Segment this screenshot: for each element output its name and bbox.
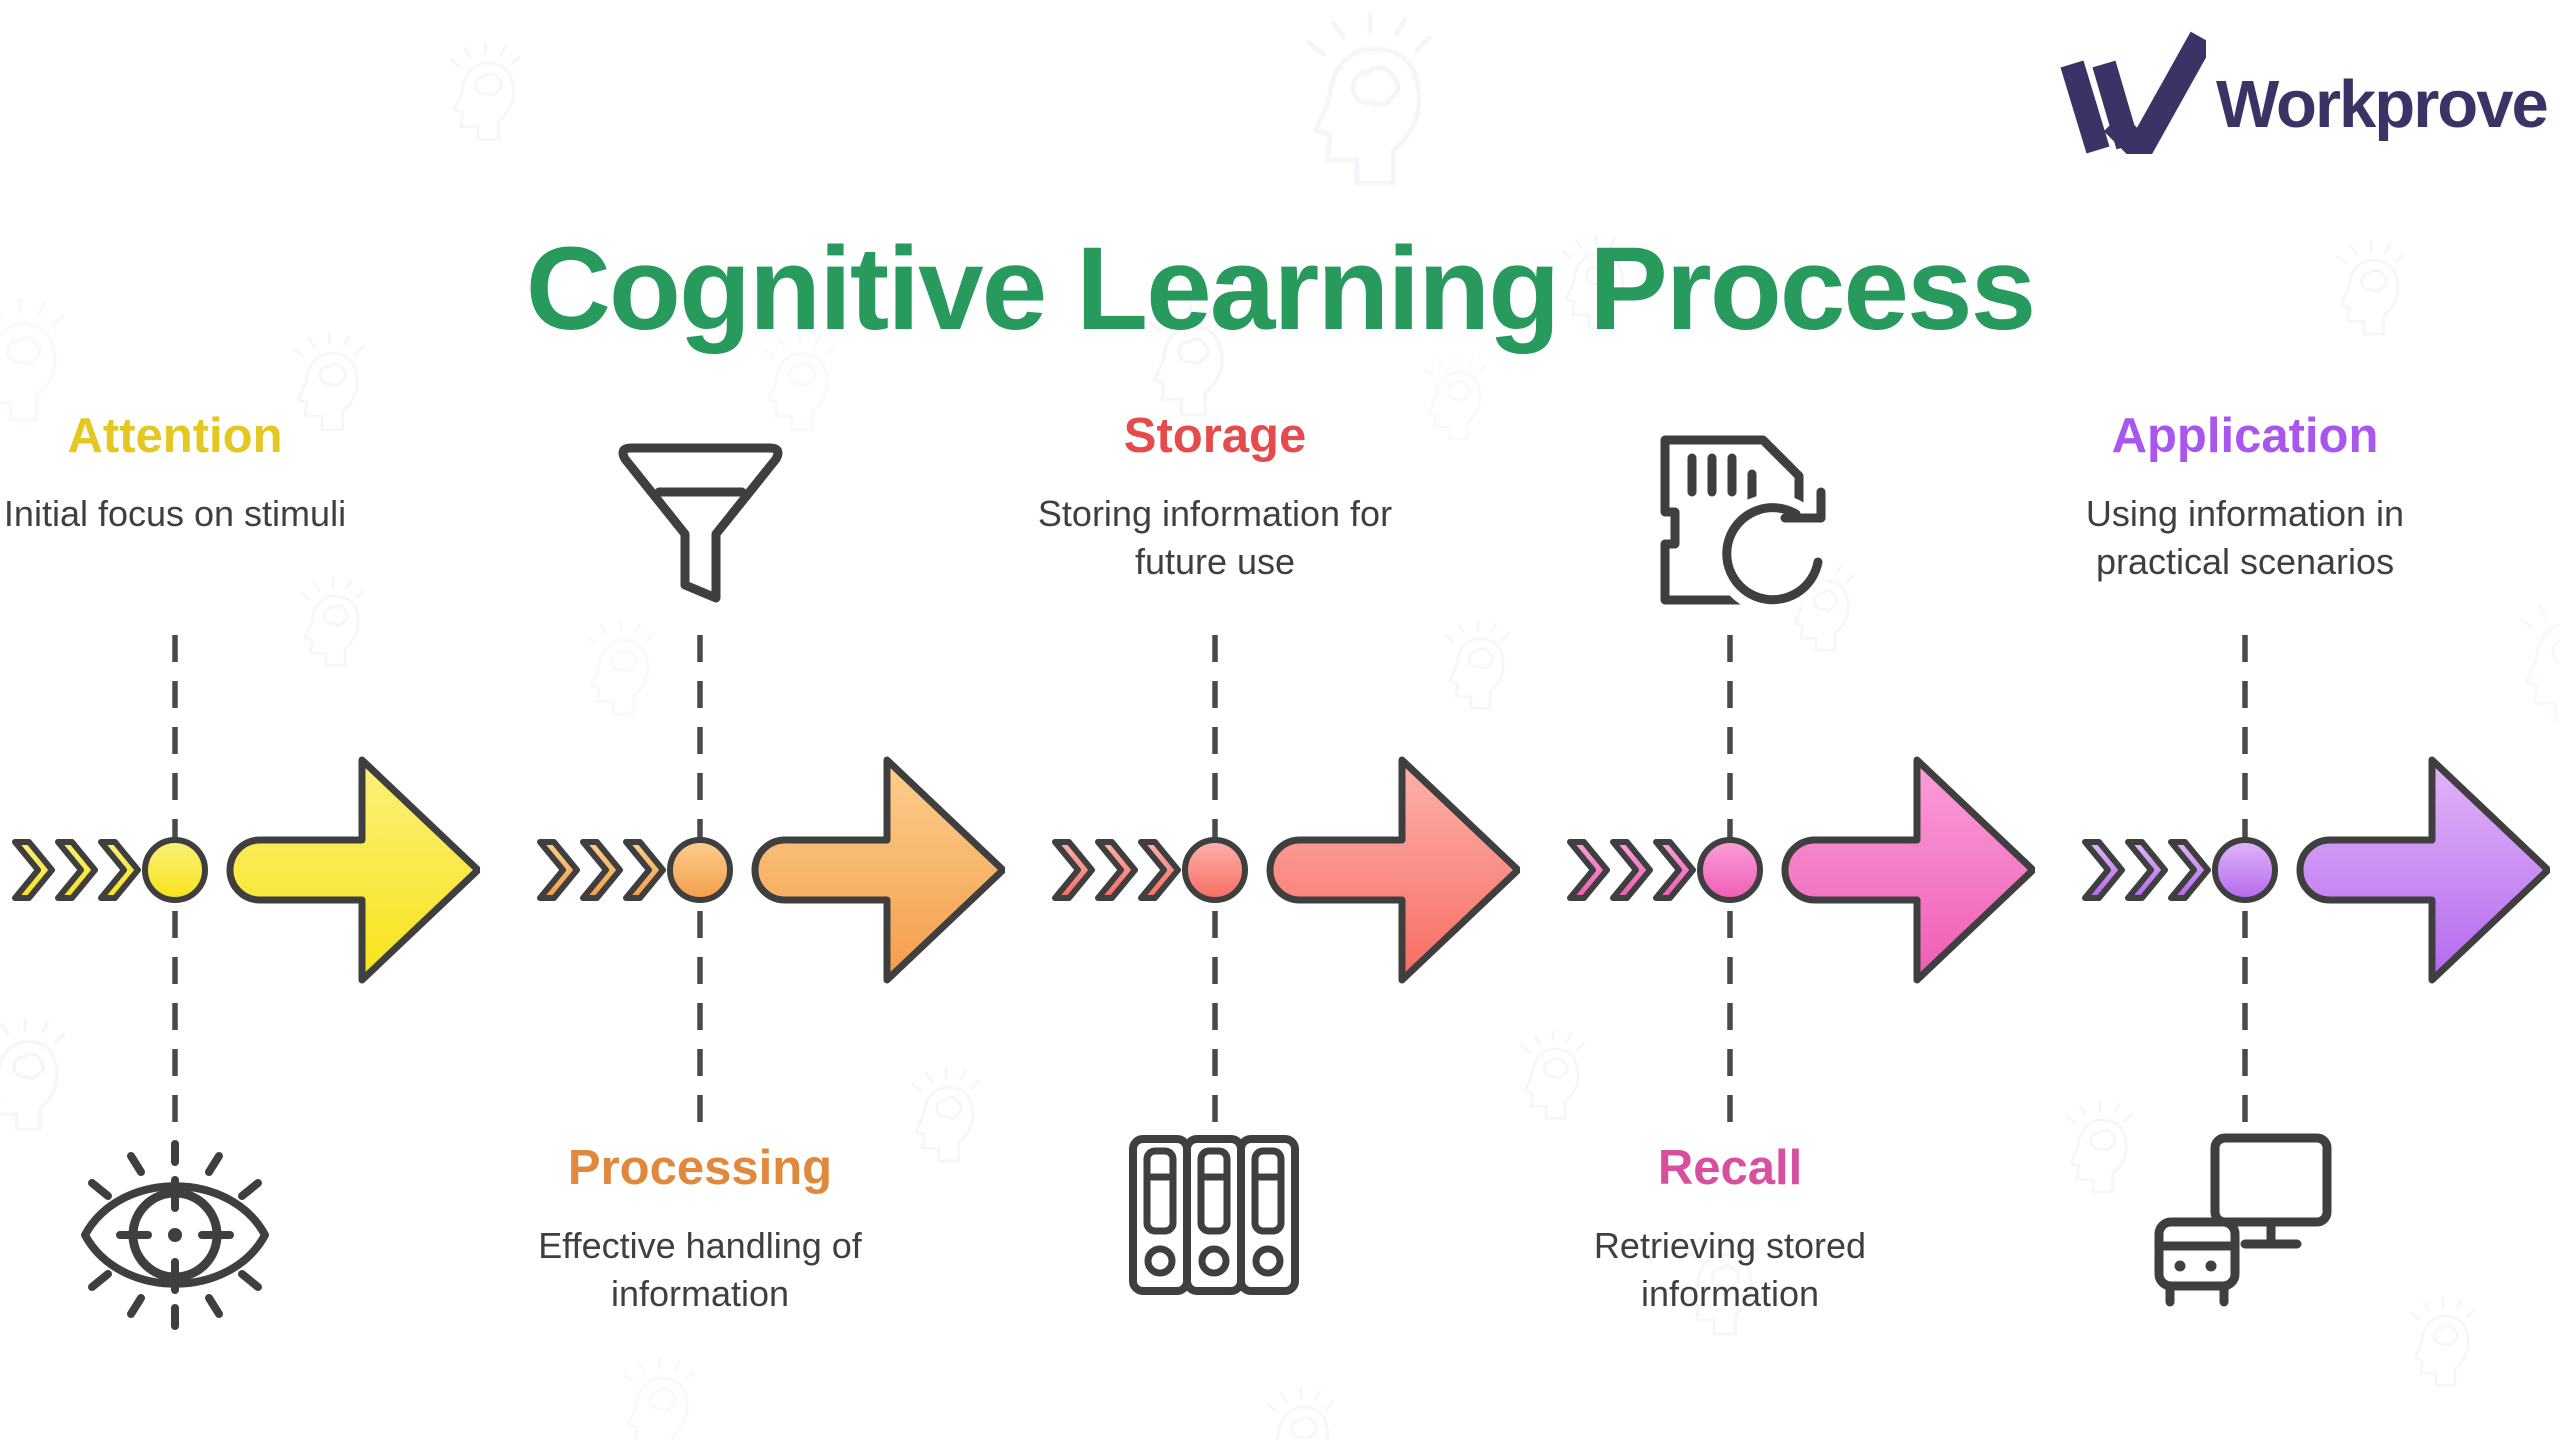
chevron-icon [537,839,580,901]
thinking-head-brain-icon [575,618,667,722]
stage-label: Recall Retrieving stored information [1540,1140,1920,1317]
node-circle [2212,837,2278,903]
thinking-head-brain-icon [0,1015,80,1139]
stage-label: Processing Effective handling of informa… [510,1140,890,1317]
stage-name: Processing [567,1141,833,1195]
chevron-icon [2082,839,2125,901]
flow-arrow [1052,756,1520,984]
chevron-icon [98,839,141,901]
node-circle [1182,837,1248,903]
flow-arrow [1567,756,2035,984]
funnel-icon [618,443,783,603]
chevron-icon [12,839,55,901]
thinking-head-brain-icon [900,1065,992,1169]
stage-description: Retrieving stored information [1593,1225,1867,1314]
eye-target-icon [81,1140,269,1330]
stage-label: Application Using information in practic… [2055,408,2435,585]
stage-name: Attention [67,409,283,463]
chevron-icon [55,839,98,901]
archive-binders-icon [1129,1135,1299,1295]
stage-description: Storing information for future use [1037,493,1393,582]
thinking-head-brain-icon [2505,595,2560,730]
thinking-head-brain-icon [2400,1295,2486,1393]
flow-arrow [2082,756,2550,984]
big-arrow-icon [226,756,480,984]
thinking-head-brain-icon [2055,1098,2145,1200]
thinking-head-brain-icon [1285,8,1455,198]
chevron-icon [1653,839,1696,901]
thinking-head-brain-icon [612,1355,707,1440]
chevron-icon [1610,839,1653,901]
chevron-icon [623,839,666,901]
stage-name: Application [2111,409,2379,463]
stage-description: Initial focus on stimuli [3,493,347,534]
stage-name: Storage [1123,409,1307,463]
chevron-icon [580,839,623,901]
thinking-head-brain-icon [1435,618,1521,716]
stage-description: Using information in practical scenarios [2085,493,2405,582]
chevron-icon [1138,839,1181,901]
chevron-icon [1052,839,1095,901]
memory-card-refresh-icon [1660,435,1833,614]
stage-label: Storage Storing information for future u… [1025,408,1405,585]
big-arrow-icon [1781,756,2035,984]
big-arrow-icon [751,756,1005,984]
thinking-head-brain-icon [438,40,533,148]
node-circle [142,837,208,903]
stage-label: Attention Initial focus on stimuli [0,408,365,538]
thinking-head-brain-icon [290,575,376,673]
devices-icon [2154,1133,2332,1307]
w-checkmark-logo-icon [2060,31,2206,154]
chevron-icon [1095,839,1138,901]
thinking-head-brain-icon [1255,1385,1347,1440]
chevron-icon [2168,839,2211,901]
big-arrow-icon [2296,756,2550,984]
big-arrow-icon [1266,756,1520,984]
chevron-icon [2125,839,2168,901]
brand-name: Workprove [2216,66,2549,142]
stage-name: Recall [1657,1141,1803,1195]
flow-arrow [537,756,1005,984]
node-circle [667,837,733,903]
page-title: Cognitive Learning Process [525,223,2037,356]
chevron-icon [1567,839,1610,901]
node-circle [1697,837,1763,903]
brand-logo: Workprove [2056,28,2549,154]
flow-arrow [12,756,480,984]
thinking-head-brain-icon [1415,352,1497,446]
stage-description: Effective handling of information [538,1225,862,1314]
thinking-head-brain-icon [1510,1028,1596,1126]
